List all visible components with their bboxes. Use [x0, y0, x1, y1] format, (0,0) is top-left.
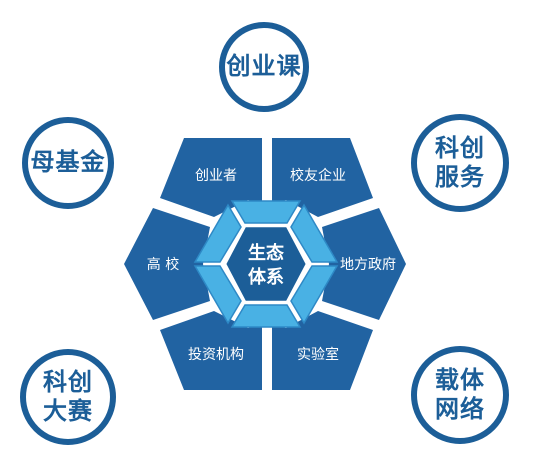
segment-label-bottom-right: 实验室 — [297, 346, 339, 363]
node-upper-left-circle: 母基金 — [22, 117, 114, 209]
node-top-label: 创业课 — [226, 52, 302, 81]
inner-segment-top — [230, 200, 302, 224]
inner-segment-bottom — [230, 304, 302, 328]
center-label-line2: 体系 — [248, 266, 284, 288]
segment-label-bottom-left: 投资机构 — [188, 347, 244, 363]
inner-segment-lower-right — [290, 265, 339, 325]
segment-top-left — [160, 138, 262, 217]
inner-segment-upper-left — [193, 203, 242, 263]
center-label-line1: 生态 — [248, 242, 284, 264]
inner-ring — [193, 200, 339, 328]
node-upper-right-label: 科创 服务 — [435, 133, 485, 191]
segment-label-top-right: 校友企业 — [290, 167, 346, 184]
segment-label-top-left: 创业者 — [195, 168, 237, 184]
node-lower-left-circle: 科创 大赛 — [20, 349, 116, 445]
segment-bottom-left — [160, 311, 262, 390]
segment-label-left: 高 校 — [147, 256, 179, 273]
segment-right — [322, 208, 406, 320]
center-hexagon — [223, 224, 309, 304]
node-lower-right-label: 载体 网络 — [435, 365, 485, 423]
segment-label-right: 地方政府 — [340, 257, 396, 273]
node-upper-left-label: 母基金 — [30, 148, 106, 177]
node-lower-left-label: 科创 大赛 — [43, 367, 93, 425]
inner-segment-lower-left — [193, 265, 242, 325]
segment-bottom-right — [272, 311, 373, 390]
node-top-circle: 创业课 — [219, 22, 309, 112]
inner-segment-upper-right — [290, 203, 339, 263]
segment-top-right — [272, 138, 373, 217]
segment-left — [124, 208, 210, 320]
node-lower-right-circle: 载体 网络 — [411, 346, 509, 444]
node-upper-right-circle: 科创 服务 — [411, 114, 509, 212]
outer-segments — [124, 138, 406, 390]
